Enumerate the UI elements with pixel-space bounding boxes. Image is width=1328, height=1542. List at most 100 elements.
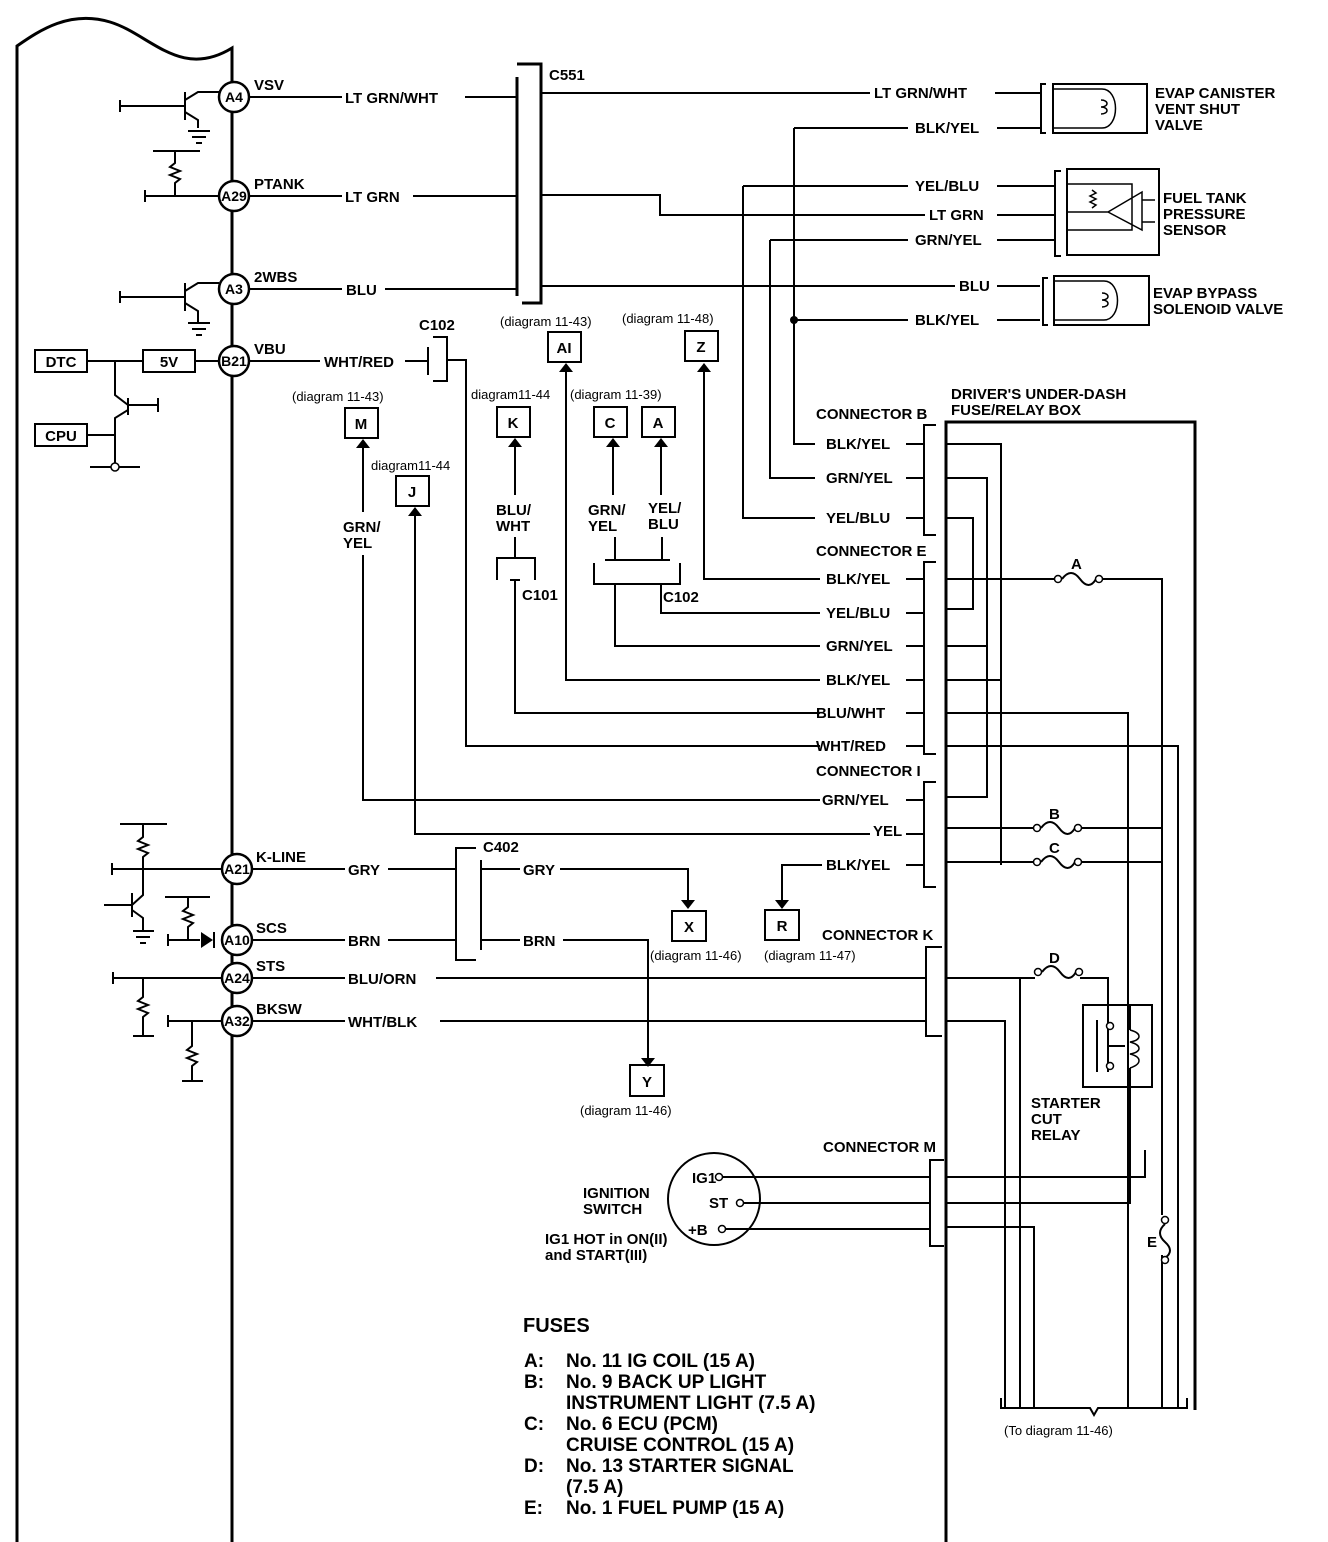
wire-label: YEL/BLU xyxy=(826,510,890,527)
component-label: CUT xyxy=(1031,1111,1062,1128)
pin-signal: VSV xyxy=(254,77,284,94)
wire-label: YEL/ xyxy=(648,500,682,517)
connector-i: CONNECTOR I GRN/YEL YEL BLK/YEL xyxy=(775,763,936,909)
connector-label: CONNECTOR B xyxy=(816,406,928,423)
component-label: FUSE/RELAY BOX xyxy=(951,402,1081,419)
wire-label: YEL xyxy=(588,518,617,535)
dtc-label: DTC xyxy=(46,354,77,371)
wire-label: BRN xyxy=(523,933,556,950)
pin-A21: A21 K-LINE xyxy=(220,849,306,886)
wire-label: YEL xyxy=(343,535,372,552)
arrow-icon xyxy=(559,363,573,372)
wire-label: WHT/RED xyxy=(324,354,394,371)
ref-box-M xyxy=(344,407,379,439)
connector-label: C102 xyxy=(663,589,699,606)
ecm-body xyxy=(15,16,234,1542)
wire-label: GRY xyxy=(348,862,380,879)
pin-B21: B21 VBU xyxy=(217,341,286,378)
fuse-letter: A xyxy=(1071,556,1082,573)
resistor-icon xyxy=(1088,189,1098,209)
wire-label: BLK/YEL xyxy=(826,436,890,453)
wire-label: LT GRN/WHT xyxy=(874,85,967,102)
ignition-switch: IG1 ST +B IGNITION SWITCH IG1 HOT in ON(… xyxy=(545,1152,930,1264)
evap-bypass-solenoid-valve: EVAP BYPASS SOLENOID VALVE xyxy=(1042,275,1283,326)
c102-mid-connector xyxy=(593,537,820,647)
ref-box-K xyxy=(496,406,531,438)
connector-label: C402 xyxy=(483,839,519,856)
fuses-legend: FUSES A: No. 11 IG COIL (15 A) B: No. 9 … xyxy=(523,1315,815,1519)
ref-diagram-label: diagram11-44 xyxy=(371,458,450,473)
fuse-letter: C xyxy=(1049,840,1060,857)
wire-label: BLU xyxy=(648,516,679,533)
component-label: DRIVER'S UNDER-DASH xyxy=(951,386,1126,403)
coil-icon xyxy=(1101,292,1109,308)
component-label: STARTER xyxy=(1031,1095,1101,1112)
coil-icon xyxy=(1129,1029,1140,1069)
wire-label: GRY xyxy=(523,862,555,879)
ref-diagram-label: (diagram 11-46) xyxy=(650,948,742,963)
connector-label: CONNECTOR M xyxy=(823,1139,936,1156)
ref-boxes: (diagram 11-43) AI (diagram 11-48) Z (di… xyxy=(292,311,870,835)
ignition-note: and START(III) xyxy=(545,1247,647,1264)
connector-e: CONNECTOR E BLK/YEL YEL/BLU GRN/YEL BLK/… xyxy=(816,543,936,755)
ref-diagram-label: diagram11-44 xyxy=(471,387,550,402)
fuse-desc: No. 6 ECU (PCM) xyxy=(566,1414,718,1435)
terminal-label: +B xyxy=(688,1222,708,1239)
evap-canister-vent-shut-valve: EVAP CANISTER VENT SHUT VALVE xyxy=(1040,83,1275,134)
wire-label: WHT/RED xyxy=(816,738,886,755)
to-diagram-brace: (To diagram 11-46) xyxy=(1000,1398,1188,1438)
pin-id: A32 xyxy=(224,1013,250,1029)
ref-diagram-label: (diagram 11-46) xyxy=(580,1103,672,1118)
wire-label: YEL xyxy=(873,823,902,840)
pin-id: A4 xyxy=(225,89,243,105)
component-label: IGNITION xyxy=(583,1185,650,1202)
wire-label: GRN/YEL xyxy=(826,470,893,487)
fuse-key: C: xyxy=(524,1414,544,1435)
c402-connector: C402 GRY BRN X (diagram 11-46) R (diagra… xyxy=(455,839,856,1118)
fuse-desc: (7.5 A) xyxy=(566,1477,623,1498)
fuse-key: E: xyxy=(524,1498,543,1519)
c102-top-connector: C102 xyxy=(419,317,820,747)
fuse-B-icon: B xyxy=(1032,806,1083,835)
ref-diagram-label: (diagram 11-39) xyxy=(570,387,662,402)
pin-signal: K-LINE xyxy=(256,849,306,866)
fuse-key: A: xyxy=(524,1351,544,1372)
connector-label: C102 xyxy=(419,317,455,334)
fuse-desc: No. 13 STARTER SIGNAL xyxy=(566,1456,794,1477)
fuse-desc: INSTRUMENT LIGHT (7.5 A) xyxy=(566,1393,815,1414)
connector-label: C101 xyxy=(522,587,558,604)
wire-label: LT GRN/WHT xyxy=(345,90,438,107)
component-label: PRESSURE xyxy=(1163,206,1246,223)
fuse-key: B: xyxy=(524,1372,544,1393)
ref-diagram-label: (diagram 11-47) xyxy=(764,948,856,963)
pin-id: A21 xyxy=(224,861,250,877)
component-label: SOLENOID VALVE xyxy=(1153,301,1283,318)
connector-label: C551 xyxy=(549,67,585,84)
pin-id: B21 xyxy=(221,353,247,369)
wire-label: GRN/ xyxy=(343,519,381,536)
wire-label: BLK/YEL xyxy=(826,857,890,874)
fuse-A-icon: A xyxy=(1053,556,1104,586)
transistor-icon xyxy=(119,282,219,336)
ref-letter: K xyxy=(508,415,519,432)
connector-label: CONNECTOR I xyxy=(816,763,921,780)
ref-box-Y xyxy=(629,1064,665,1097)
wire-label: BLK/YEL xyxy=(915,120,979,137)
wire-label: LT GRN xyxy=(345,189,400,206)
pin-signal: SCS xyxy=(256,920,287,937)
wire-label: BLK/YEL xyxy=(826,672,890,689)
ref-box-A xyxy=(641,406,676,438)
fuse-letter: E xyxy=(1147,1234,1157,1251)
component-label: VENT SHUT xyxy=(1155,101,1240,118)
component-label: SWITCH xyxy=(583,1201,642,1218)
ref-box-AI xyxy=(547,331,582,363)
c551-right-wires: LT GRN/WHT BLK/YEL YEL/BLU LT GRN GRN/YE… xyxy=(541,85,1055,519)
wire-label: BRN xyxy=(348,933,381,950)
ref-letter: M xyxy=(355,416,368,433)
fuses-title: FUSES xyxy=(523,1315,590,1337)
fuse-desc: No. 1 FUEL PUMP (15 A) xyxy=(566,1498,784,1519)
ref-letter: J xyxy=(408,484,416,501)
wire-label: WHT xyxy=(496,518,530,535)
wire-label: YEL/BLU xyxy=(826,605,890,622)
ignition-note: IG1 HOT in ON(II) xyxy=(545,1231,668,1248)
